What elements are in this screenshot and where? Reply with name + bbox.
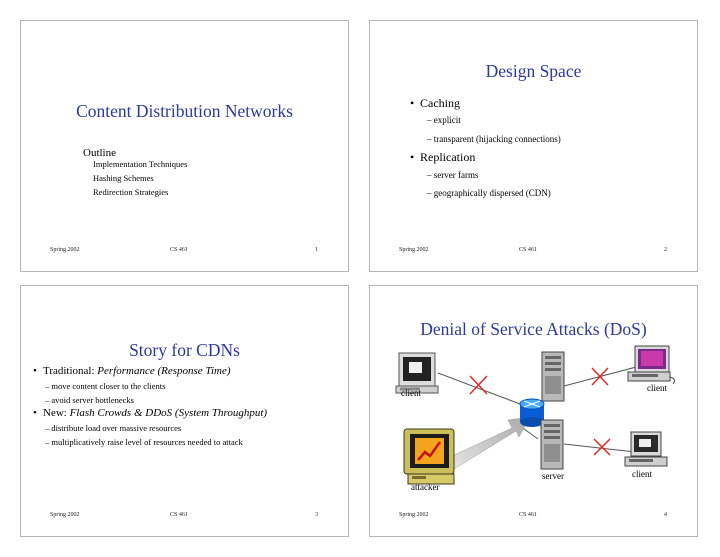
server-label: server — [542, 471, 564, 481]
slide-title: Content Distribution Networks — [76, 101, 293, 121]
router-icon — [519, 398, 545, 427]
sub-bullet: – move content closer to the clients — [45, 381, 166, 391]
sub-bullet: – explicit — [427, 115, 461, 125]
sub-bullet-text: explicit — [433, 115, 461, 125]
bullet: •New: Flash Crowds & DDoS (System Throug… — [33, 407, 268, 419]
client-computer-icon — [395, 352, 439, 394]
link-line — [437, 372, 521, 405]
attacker-computer-icon — [403, 428, 455, 485]
sub-bullet-text: avoid server bottlenecks — [51, 395, 134, 405]
bullet-text: New: — [43, 407, 70, 419]
bullet: •Traditional: Performance (Response Time… — [33, 365, 231, 377]
blocked-x-icon — [469, 375, 488, 395]
footer-term: Spring 2002 — [50, 247, 80, 253]
sub-bullet: – server farms — [427, 170, 479, 180]
server-tower-icon — [540, 419, 564, 470]
slide-number: 3 — [315, 512, 318, 518]
footer-course: CS 461 — [519, 247, 537, 253]
footer-term: Spring 2002 — [50, 512, 80, 518]
sub-bullet-text: server farms — [433, 170, 479, 180]
outline-item: Hashing Schemes — [93, 173, 154, 183]
bullet: •Replication — [410, 150, 476, 164]
slide-number: 4 — [664, 512, 667, 518]
footer-course: CS 461 — [170, 247, 188, 253]
sub-bullet-text: geographically dispersed (CDN) — [433, 188, 551, 198]
sub-bullet-text: distribute load over massive resources — [51, 423, 182, 433]
blocked-x-icon — [593, 438, 611, 456]
footer-term: Spring 2002 — [399, 247, 429, 253]
client-computer-icon — [624, 431, 668, 467]
outline-item: Redirection Strategies — [93, 187, 169, 197]
client-label: client — [632, 469, 652, 479]
link-line — [563, 365, 641, 387]
bullet-emphasis: Flash Crowds & DDoS (System Throughput) — [69, 407, 268, 419]
sub-bullet: – avoid server bottlenecks — [45, 395, 134, 405]
slide-title: Design Space — [485, 61, 582, 81]
dos-diagram — [395, 345, 675, 485]
attacker-label: attacker — [411, 482, 440, 492]
sub-bullet-text: move content closer to the clients — [51, 381, 166, 391]
footer-course: CS 461 — [170, 512, 188, 518]
sub-bullet: – multiplicatively raise level of resour… — [45, 437, 243, 447]
slide-number: 2 — [664, 247, 667, 253]
footer-course: CS 461 — [519, 512, 537, 518]
sub-bullet: – geographically dispersed (CDN) — [427, 188, 551, 198]
slide-3: Story for CDNs •Traditional: Performance… — [20, 285, 349, 537]
slide-4: Denial of Service Attacks (DoS) — [369, 285, 698, 537]
sub-bullet: – transparent (hijacking connections) — [427, 134, 561, 144]
sub-bullet-text: transparent (hijacking connections) — [433, 134, 561, 144]
server-tower-icon — [541, 351, 565, 402]
link-line — [563, 443, 636, 453]
outline-item: Implementation Techniques — [93, 159, 188, 169]
slide-title: Denial of Service Attacks (DoS) — [420, 319, 647, 339]
bullet: •Caching — [410, 96, 460, 110]
bullet-emphasis: Performance (Response Time) — [97, 365, 231, 377]
bullet-text: Caching — [420, 96, 460, 110]
client-computer-icon — [627, 345, 675, 385]
attack-arrow — [447, 416, 531, 470]
slide-2: Design Space •Caching – explicit – trans… — [369, 20, 698, 272]
slide-1: Content Distribution Networks Outline Im… — [20, 20, 349, 272]
slide-title: Story for CDNs — [129, 340, 240, 360]
sub-bullet: – distribute load over massive resources — [45, 423, 182, 433]
bullet-text: Replication — [420, 150, 476, 164]
footer-term: Spring 2002 — [399, 512, 429, 518]
bullet-text: Traditional: — [43, 365, 98, 377]
slide-number: 1 — [315, 247, 318, 253]
client-label: client — [647, 383, 667, 393]
outline-heading: Outline — [83, 147, 116, 159]
blocked-x-icon — [591, 367, 609, 386]
sub-bullet-text: multiplicatively raise level of resource… — [51, 437, 243, 447]
client-label: client — [401, 388, 421, 398]
